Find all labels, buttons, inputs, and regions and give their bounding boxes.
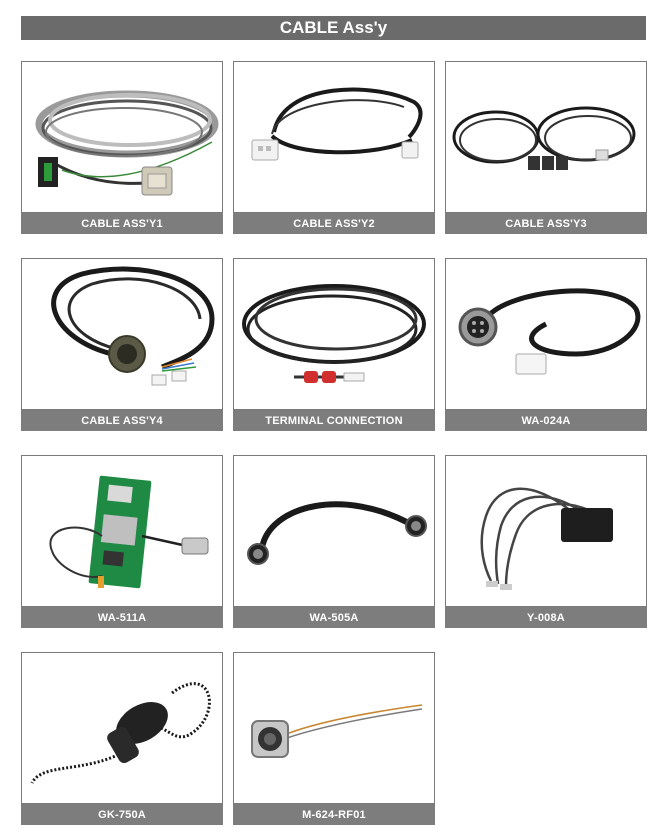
cable-with-two-round-connectors-icon	[247, 501, 427, 565]
black-cable-with-white-connectors-icon	[251, 87, 423, 161]
product-label[interactable]: CABLE ASS'Y4	[21, 410, 223, 431]
black-module-with-three-wires-icon	[480, 487, 613, 590]
product-label[interactable]: GK-750A	[21, 804, 223, 825]
product-image[interactable]	[445, 61, 647, 213]
product-card[interactable]: TERMINAL CONNECTION	[233, 258, 435, 431]
product-card[interactable]: Y-008A	[445, 455, 647, 628]
product-image[interactable]	[21, 258, 223, 410]
product-image[interactable]	[445, 455, 647, 607]
circuit-board-with-coax-cable-icon	[49, 475, 209, 589]
product-card[interactable]: M-624-RF01	[233, 652, 435, 825]
cable-with-circular-connector-icon	[51, 266, 215, 386]
metal-panel-connector-with-wires-icon	[251, 704, 423, 758]
product-label[interactable]: WA-511A	[21, 607, 223, 628]
page-title: CABLE Ass'y	[21, 16, 646, 40]
two-black-cables-with-connectors-icon	[452, 106, 636, 170]
product-card[interactable]: WA-505A	[233, 455, 435, 628]
product-image[interactable]	[21, 61, 223, 213]
product-card[interactable]: CABLE ASS'Y2	[233, 61, 435, 234]
product-label[interactable]: Y-008A	[445, 607, 647, 628]
product-label[interactable]: WA-505A	[233, 607, 435, 628]
product-image[interactable]	[233, 258, 435, 410]
product-label[interactable]: WA-024A	[445, 410, 647, 431]
product-image[interactable]	[21, 652, 223, 804]
product-card[interactable]: CABLE ASS'Y1	[21, 61, 223, 234]
product-card[interactable]: WA-024A	[445, 258, 647, 431]
product-card[interactable]: WA-511A	[21, 455, 223, 628]
speaker-microphone-coiled-cord-icon	[30, 682, 211, 784]
product-label[interactable]: CABLE ASS'Y3	[445, 213, 647, 234]
product-card[interactable]: CABLE ASS'Y3	[445, 61, 647, 234]
product-image[interactable]	[233, 652, 435, 804]
product-image[interactable]	[233, 455, 435, 607]
product-card[interactable]: GK-750A	[21, 652, 223, 825]
product-label[interactable]: CABLE ASS'Y1	[21, 213, 223, 234]
product-image[interactable]	[445, 258, 647, 410]
coiled-shielded-cable-with-connectors-icon	[35, 90, 219, 196]
product-label[interactable]: CABLE ASS'Y2	[233, 213, 435, 234]
cable-with-round-and-white-connector-icon	[458, 288, 641, 375]
product-image[interactable]	[21, 455, 223, 607]
product-label[interactable]: TERMINAL CONNECTION	[233, 410, 435, 431]
product-label[interactable]: M-624-RF01	[233, 804, 435, 825]
cable-with-red-terminals-icon	[242, 284, 426, 383]
product-image[interactable]	[233, 61, 435, 213]
product-card[interactable]: CABLE ASS'Y4	[21, 258, 223, 431]
